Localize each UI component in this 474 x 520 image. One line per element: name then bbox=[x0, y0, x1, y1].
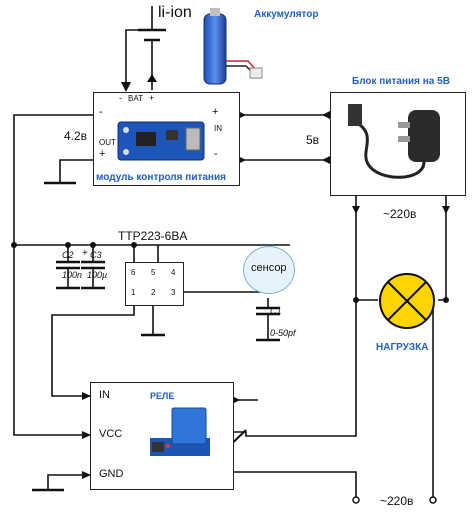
ttp-pin: 6 bbox=[131, 268, 136, 277]
battery-picture bbox=[203, 8, 263, 85]
capacitor-c1-name: C1 bbox=[270, 306, 282, 316]
adapter-picture bbox=[348, 104, 440, 179]
mains-voltage-bottom: ~220в bbox=[380, 494, 414, 508]
ttp-pin: 5 bbox=[151, 268, 156, 277]
battery-label: li-ion bbox=[158, 4, 192, 21]
relay-pin-vcc: VCC bbox=[99, 428, 123, 440]
lamp-icon bbox=[379, 273, 435, 329]
relay-module bbox=[90, 382, 234, 490]
capacitor-c3-value: 100µ bbox=[87, 270, 108, 280]
capacitor-c2-name: C2 bbox=[62, 250, 74, 260]
relay-pin-gnd: GND bbox=[99, 468, 124, 480]
battery-caption: Аккумулятор bbox=[254, 9, 319, 20]
capacitor-c3-plus: + bbox=[82, 248, 88, 259]
capacitor-c2-value: 100n bbox=[62, 270, 83, 280]
capacitor-c1-value: 0-50pf bbox=[270, 328, 296, 338]
relay-pin-in: IN bbox=[99, 389, 110, 401]
charger-caption: модуль контроля питания bbox=[96, 172, 226, 183]
sensor-label: сенсор bbox=[251, 262, 287, 274]
charger-pin-bat-minus: - bbox=[119, 93, 122, 103]
ttp-chip bbox=[125, 262, 184, 306]
charger-pin-out-plus: + bbox=[99, 148, 106, 160]
ttp-pin: 2 bbox=[151, 288, 156, 297]
charger-board-picture bbox=[117, 121, 205, 161]
sensor-pad bbox=[243, 246, 295, 294]
psu-caption: Блок питания на 5В bbox=[352, 76, 450, 87]
mains-voltage-top: ~220в bbox=[383, 207, 417, 221]
ttp-pin: 1 bbox=[131, 288, 136, 297]
charger-pin-out: OUT bbox=[99, 138, 116, 147]
ttp-pin: 4 bbox=[171, 268, 176, 277]
charger-pin-in-plus: + bbox=[212, 106, 219, 118]
relay-board-picture bbox=[150, 407, 210, 456]
charger-pin-in-minus: - bbox=[214, 148, 218, 160]
capacitor-c3-name: C3 bbox=[90, 250, 102, 260]
charger-pin-in: IN bbox=[214, 124, 222, 133]
charger-pin-bat: BAT bbox=[128, 94, 143, 103]
charger-pin-bat-plus: + bbox=[149, 93, 155, 103]
charger-output-voltage: 4.2в bbox=[64, 129, 88, 143]
relay-caption: РЕЛЕ bbox=[150, 391, 175, 401]
psu-output-voltage: 5в bbox=[306, 133, 320, 147]
ttp-pin: 3 bbox=[171, 288, 176, 297]
charger-pin-out-minus: - bbox=[99, 106, 103, 118]
ttp-chip-label: TTP223-6BA bbox=[118, 229, 188, 243]
load-caption: НАГРУЗКА bbox=[376, 342, 429, 353]
